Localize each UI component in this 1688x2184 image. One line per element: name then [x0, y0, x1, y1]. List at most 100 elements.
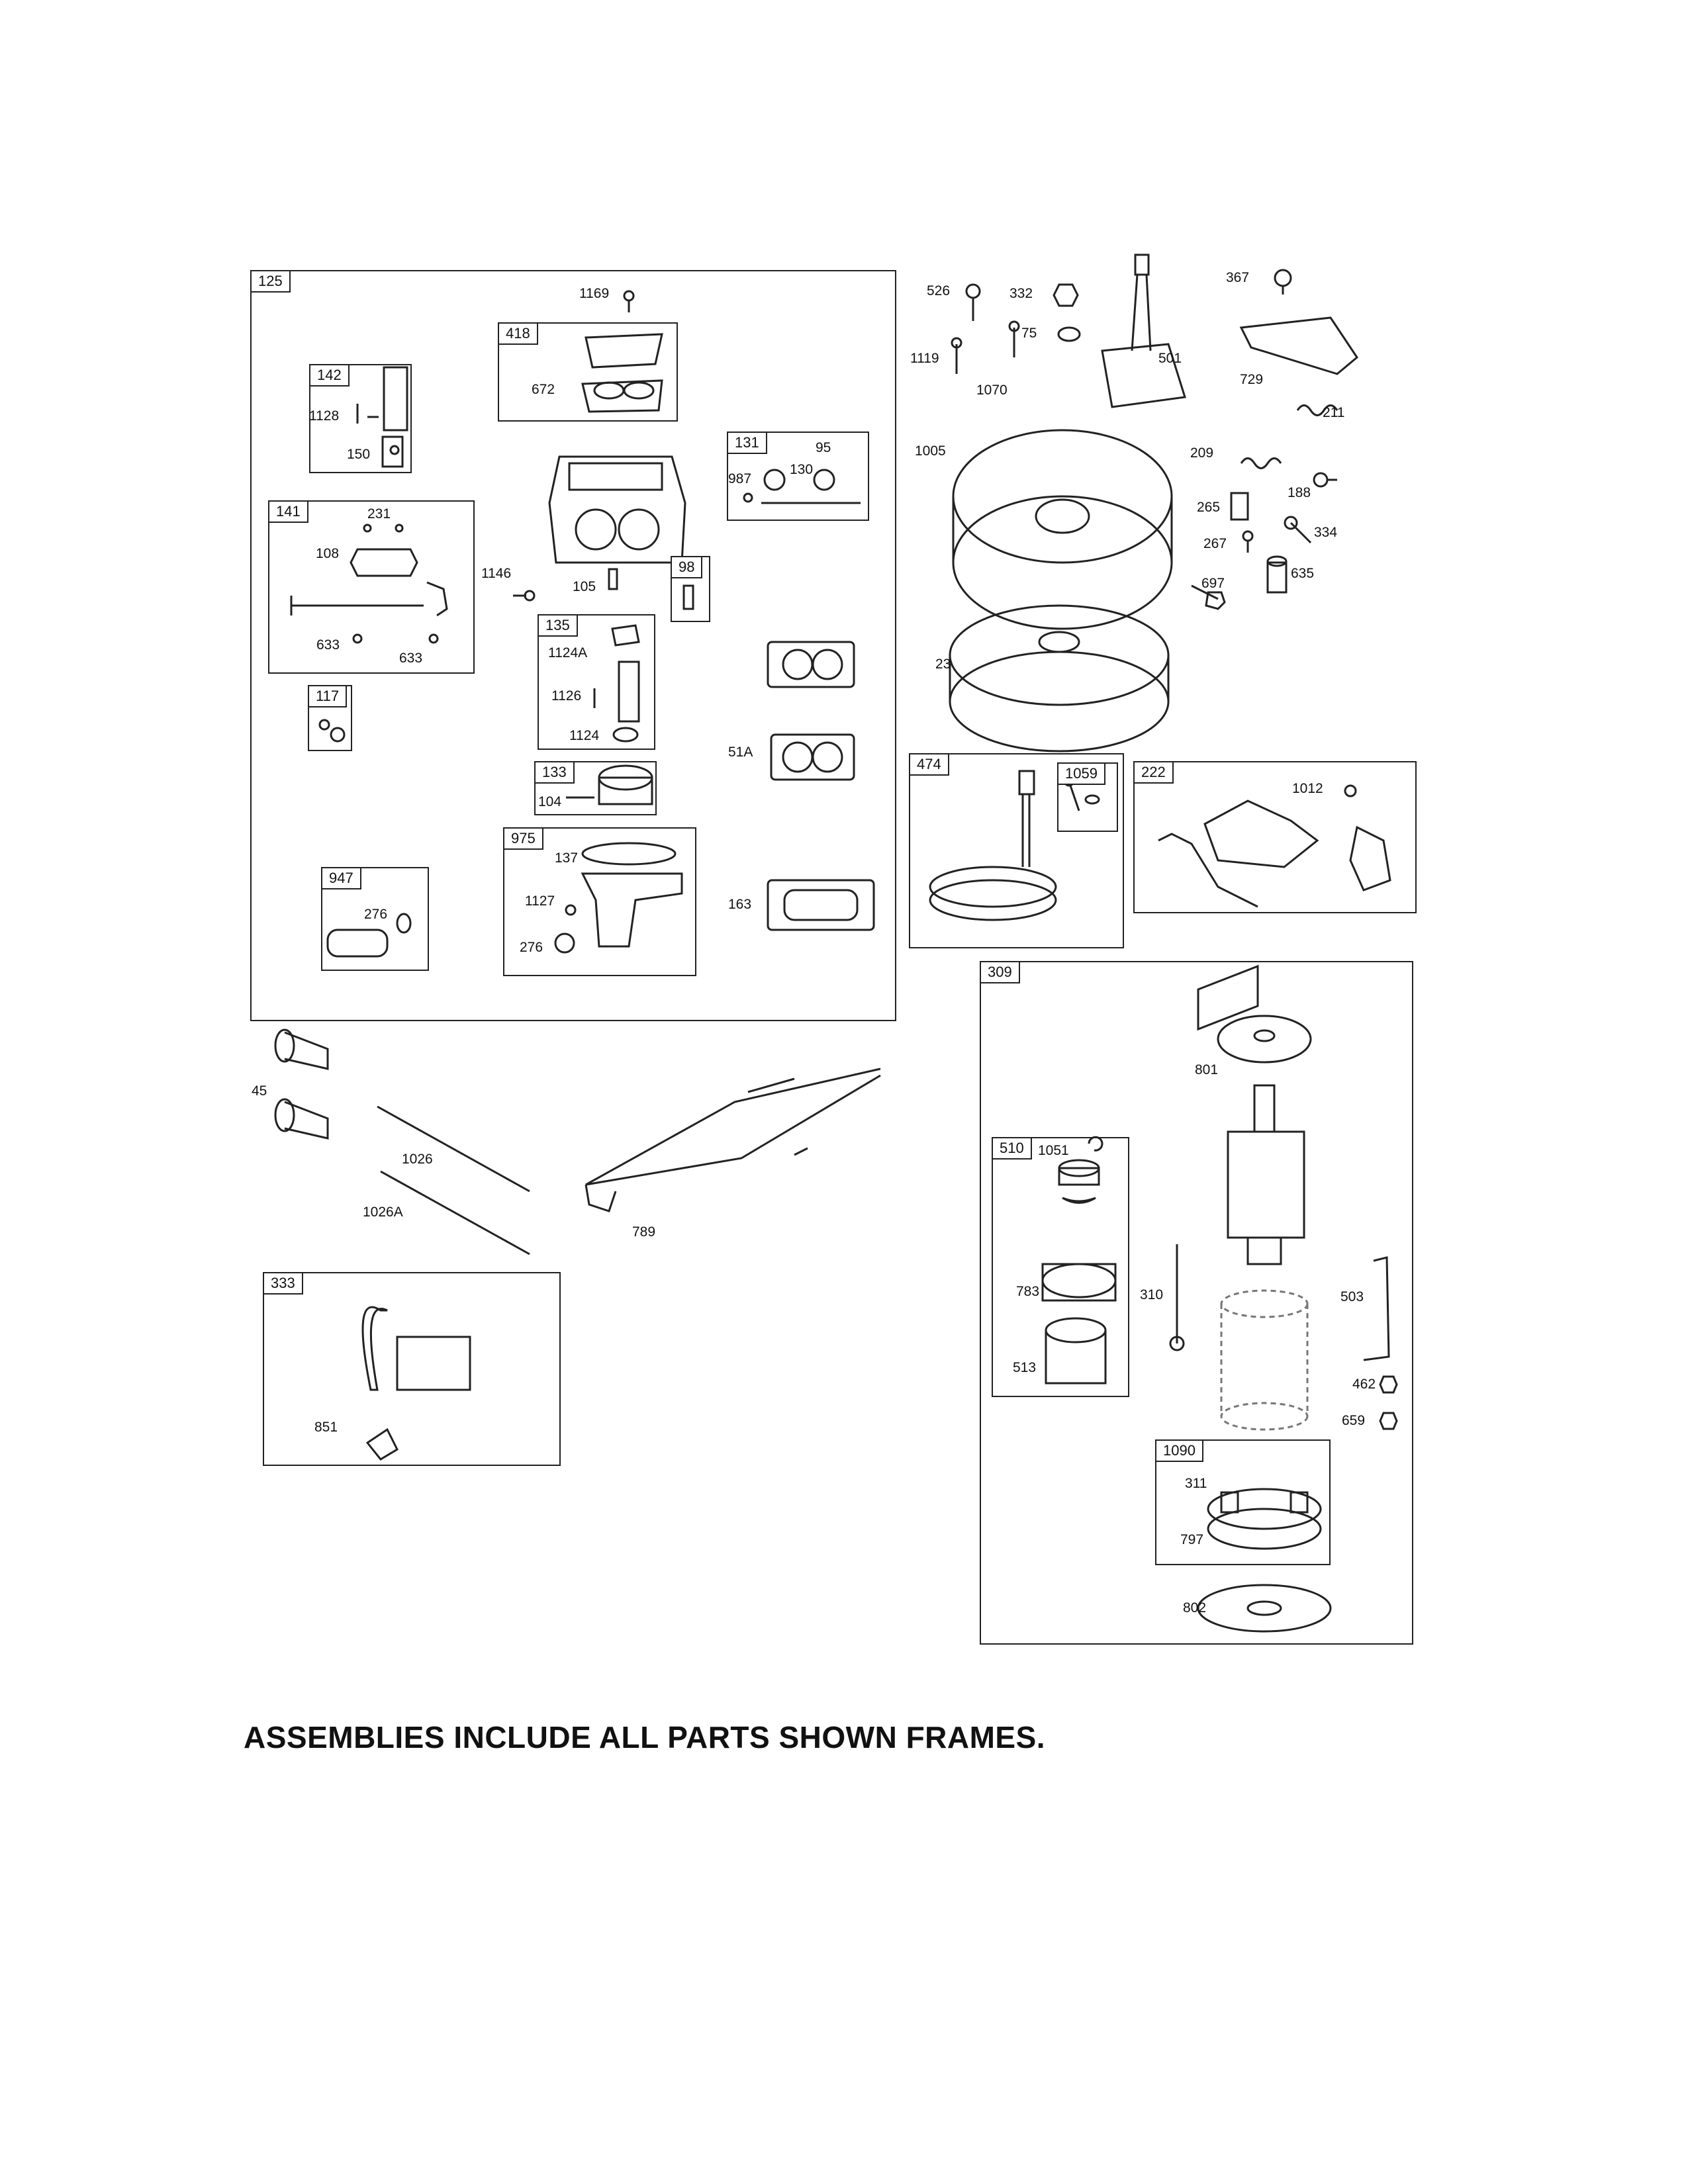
part-label: 23	[935, 657, 951, 672]
part-label: 130	[790, 462, 814, 477]
governor-222-drawing	[1158, 784, 1391, 908]
stator-474-drawing	[929, 770, 1057, 921]
frame-tag-142: 142	[310, 365, 350, 387]
part-label: 783	[1016, 1284, 1040, 1299]
part-label: 45	[252, 1083, 267, 1099]
part-label: 1026	[402, 1152, 433, 1167]
spring-209-drawing	[1240, 457, 1282, 469]
part-133-drawing	[566, 764, 653, 805]
end-cap-802-drawing	[1197, 1584, 1332, 1633]
gear-783-drawing	[1041, 1263, 1117, 1302]
frame-tag-474: 474	[910, 754, 949, 776]
assembly-frame-135: 135	[538, 614, 655, 750]
screw-1146-drawing	[513, 590, 536, 602]
screw-188-drawing	[1313, 472, 1337, 488]
assembly-frame-1090: 1090	[1155, 1439, 1331, 1565]
part-label: 503	[1340, 1289, 1364, 1304]
rod-1026-drawing	[377, 1105, 530, 1193]
housing-drawing	[1220, 1289, 1309, 1431]
part-label: 211	[1323, 405, 1345, 420]
assembly-frame-98: 98	[671, 556, 710, 622]
assembly-frame-141: 141	[268, 500, 475, 674]
solenoid-947-drawing	[326, 913, 412, 958]
assembly-frame-133: 133	[534, 761, 657, 815]
frame-tag-1059: 1059	[1058, 764, 1105, 785]
pin-45-drawing	[274, 1028, 329, 1140]
frame-tag-133: 133	[536, 762, 575, 784]
assembly-frame-333: 333	[263, 1272, 561, 1466]
part-label: 1005	[915, 443, 946, 459]
frame-tag-333: 333	[264, 1273, 303, 1295]
shaft-131-drawing	[743, 469, 861, 504]
assembly-frame-142: 142	[309, 364, 412, 473]
assembly-frame-510: 510	[992, 1137, 1129, 1397]
part-label: 1051	[1038, 1143, 1069, 1158]
part-label: 672	[532, 382, 555, 397]
frame-tag-975: 975	[504, 829, 543, 850]
bracket-142-drawing	[356, 366, 408, 468]
coil-851-drawing	[361, 1306, 471, 1461]
part-label: 802	[1183, 1600, 1207, 1615]
part-label: 150	[347, 447, 371, 462]
part-label: 95	[816, 440, 831, 455]
part-label: 1126	[551, 688, 582, 704]
gasket-672-drawing	[581, 333, 663, 413]
part-label: 797	[1180, 1532, 1204, 1547]
screw-367-drawing	[1274, 269, 1292, 295]
stop-cap-drawing	[1058, 1159, 1100, 1186]
assembly-frame-975: 975	[503, 827, 696, 976]
spring-drawing	[1062, 1197, 1096, 1204]
part-label: 801	[1195, 1062, 1219, 1077]
part-label: 526	[927, 283, 951, 298]
part-label: 501	[1158, 351, 1182, 366]
flywheel-23-drawing	[949, 604, 1170, 752]
rod-1026A-drawing	[380, 1170, 530, 1255]
part-label: 332	[1009, 286, 1033, 301]
nut-462-drawing	[1379, 1375, 1398, 1394]
frame-tag-117: 117	[309, 686, 348, 707]
frame-tag-418: 418	[499, 324, 538, 345]
frame-tag-309: 309	[981, 962, 1020, 983]
part-label: 104	[538, 794, 562, 809]
nut-332-drawing	[1053, 283, 1079, 307]
part-label: 209	[1190, 445, 1214, 461]
bracket-801-drawing	[1197, 964, 1312, 1064]
part-label: 1119	[910, 351, 939, 366]
throttle-141-drawing	[290, 523, 448, 644]
assembly-frame-222: 222	[1133, 761, 1417, 913]
part-label: 276	[520, 940, 543, 955]
part-label: 987	[728, 471, 752, 486]
bolt-334-drawing	[1284, 516, 1312, 544]
nut-659-drawing	[1379, 1412, 1398, 1430]
spring-211-drawing	[1296, 404, 1338, 416]
jet-98-drawing	[682, 584, 694, 610]
part-label: 276	[364, 907, 388, 922]
part-label: 367	[1226, 270, 1250, 285]
part-label: 265	[1197, 500, 1221, 515]
part-label: 310	[1140, 1287, 1164, 1302]
part-label: 51A	[728, 745, 753, 760]
bracket-265-drawing	[1230, 492, 1249, 521]
part-label: 729	[1240, 372, 1264, 387]
part-label: 231	[367, 506, 391, 522]
brush-holder-1090-drawing	[1207, 1488, 1322, 1550]
bolt-697-drawing	[1191, 584, 1226, 610]
plate-729-drawing	[1239, 316, 1358, 375]
part-label: 462	[1352, 1377, 1376, 1392]
part-label: 1169	[579, 286, 610, 301]
bolt-1119-drawing	[951, 337, 962, 374]
frame-tag-98: 98	[672, 557, 703, 578]
part-label: 659	[1342, 1413, 1366, 1428]
frame-tag-131: 131	[728, 433, 767, 454]
bracket-503-drawing	[1363, 1256, 1390, 1361]
assembly-frame-131: 131	[727, 432, 869, 521]
part-label: 1127	[525, 893, 555, 909]
part-975-drawing	[554, 842, 683, 954]
part-label: 267	[1203, 536, 1227, 551]
assembly-frame-474: 474	[909, 753, 1124, 948]
part-label: 633	[399, 651, 423, 666]
part-label: 1124A	[548, 645, 588, 660]
part-label: 1128	[309, 408, 340, 424]
part-label: 1070	[976, 383, 1008, 398]
gasket-upper-drawing	[767, 641, 855, 688]
